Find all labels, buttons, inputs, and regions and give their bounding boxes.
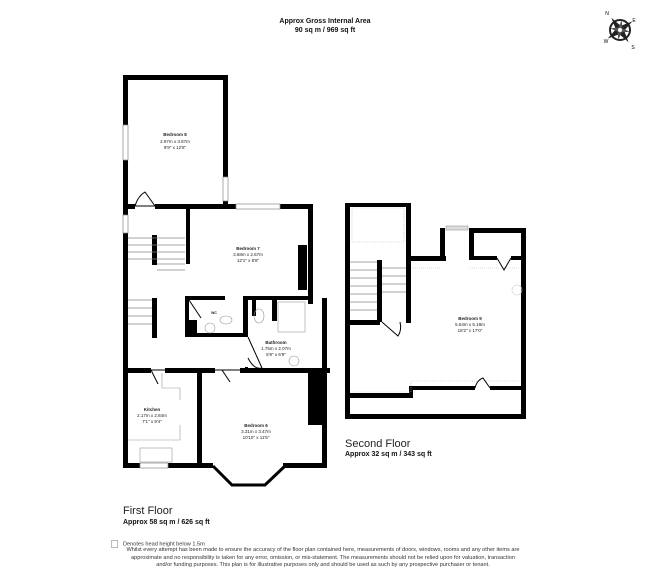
gross-area-value: 90 sq m / 969 sq ft [294, 27, 356, 34]
second-floor-stairs [350, 261, 406, 311]
svg-text:10'10" x 11'5": 10'10" x 11'5" [243, 435, 270, 440]
svg-text:Bedroom 8: Bedroom 8 [163, 132, 187, 137]
bay-window [211, 464, 287, 487]
svg-text:2.97m x 3.87m: 2.97m x 3.87m [160, 139, 190, 144]
compass-w: W [604, 39, 609, 45]
room-label-bedroom-7: Bedroom 7 3.68m x 2.67m 12'1" x 8'8" [233, 246, 263, 263]
first-floor-area: Approx 58 sq m / 626 sq ft [123, 519, 210, 526]
compass-n: N [605, 11, 609, 17]
svg-text:WC: WC [211, 311, 217, 315]
room-label-bedroom-9: Bedroom 9 5.54m x 5.18m 18'2" x 17'0" [455, 316, 485, 333]
second-floor-title: Second Floor [345, 438, 411, 450]
svg-text:5'9" x 6'9": 5'9" x 6'9" [266, 352, 286, 357]
svg-text:1.75m x 2.07m: 1.75m x 2.07m [261, 346, 291, 351]
windows [122, 124, 281, 469]
svg-text:Bedroom 9: Bedroom 9 [458, 316, 482, 321]
first-floor-stairs [128, 237, 185, 325]
second-floor-window [445, 225, 469, 231]
room-label-bedroom-8: Bedroom 8 2.97m x 3.87m 9'9" x 12'8" [160, 132, 190, 150]
svg-text:18'2" x 17'0": 18'2" x 17'0" [458, 328, 483, 333]
disclaimer: Whilst every attempt has been made to en… [126, 547, 520, 569]
svg-text:3.31m x 3.47m: 3.31m x 3.47m [241, 429, 271, 434]
room-label-bathroom: Bathroom 1.75m x 2.07m 5'9" x 6'9" [261, 340, 291, 357]
first-floor-title: First Floor [123, 505, 173, 517]
compass-e: E [632, 18, 636, 24]
svg-text:12'1" x 8'8": 12'1" x 8'8" [237, 258, 260, 263]
second-floor-area: Approx 32 sq m / 343 sq ft [345, 451, 432, 458]
legend-text: Denotes head height below 1.5m [123, 541, 205, 548]
room-label-wc: WC [211, 311, 217, 315]
legend: Denotes head height below 1.5m [111, 540, 205, 548]
low-height-legend-swatch [111, 540, 118, 548]
svg-text:Bedroom 7: Bedroom 7 [236, 246, 260, 251]
fixtures [128, 301, 306, 463]
svg-text:Bedroom 6: Bedroom 6 [244, 423, 268, 428]
fixture [511, 284, 523, 296]
second-floor-walls [345, 203, 526, 419]
svg-text:9'9" x 12'8": 9'9" x 12'8" [164, 145, 187, 150]
doors [134, 191, 263, 385]
svg-text:3.68m x 2.67m: 3.68m x 2.67m [233, 252, 263, 257]
room-label-kitchen: Kitchen 2.17m x 2.84m 7'1" x 9'4" [137, 407, 167, 424]
low-height-zones [351, 207, 520, 393]
compass-s: S [631, 45, 635, 51]
svg-text:2.17m x 2.84m: 2.17m x 2.84m [137, 413, 167, 418]
compass-rose-icon: N E S W [604, 11, 637, 51]
second-floor-doors [381, 257, 512, 389]
svg-text:Kitchen: Kitchen [144, 407, 161, 412]
gross-area-title: Approx Gross Internal Area [279, 18, 371, 25]
room-label-bedroom-6: Bedroom 6 3.31m x 3.47m 10'10" x 11'5" [241, 423, 271, 440]
svg-text:7'1" x 9'4": 7'1" x 9'4" [142, 419, 162, 424]
svg-text:Bathroom: Bathroom [265, 340, 286, 345]
svg-text:5.54m x 5.18m: 5.54m x 5.18m [455, 322, 485, 327]
